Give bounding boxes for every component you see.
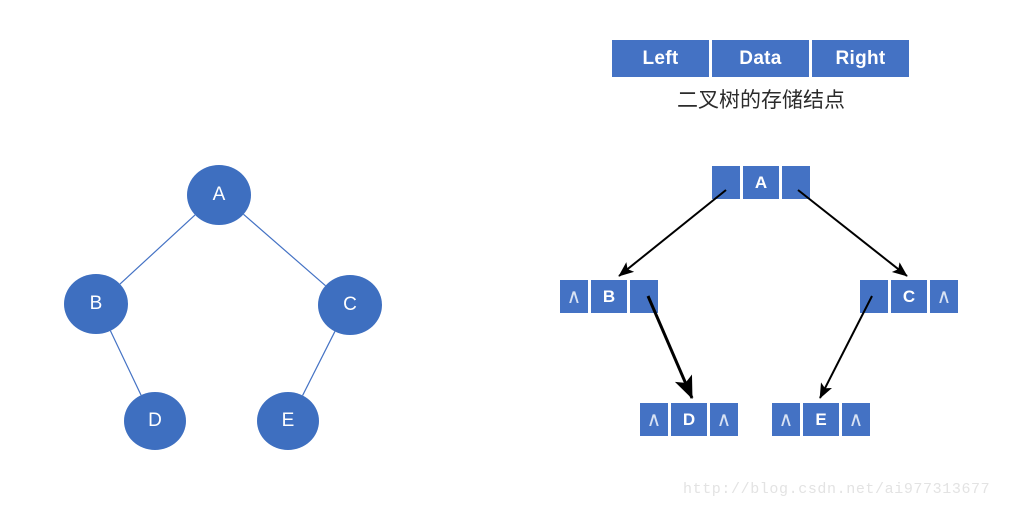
linked-node-c-left-pointer-cell (860, 280, 888, 313)
tree-circle-node-d: D (124, 392, 186, 450)
legend-cell-left: Left (612, 40, 709, 77)
tree-circle-node-c: C (318, 275, 382, 335)
linked-node-e-data-cell: E (803, 403, 839, 436)
tree-edge-a-c (243, 213, 326, 287)
tree-circle-node-a: A (187, 165, 251, 225)
tree-edge-c-e (302, 331, 336, 396)
tree-circle-node-e: E (257, 392, 319, 450)
linked-node-d-left-pointer-cell: ∧ (640, 403, 668, 436)
linked-node-e-left-pointer-cell: ∧ (772, 403, 800, 436)
linked-node-c-right-pointer-cell: ∧ (930, 280, 958, 313)
linked-node-b-left-pointer-cell: ∧ (560, 280, 588, 313)
linked-node-c-data-cell: C (891, 280, 927, 313)
tree-circle-label: E (281, 410, 295, 431)
tree-circle-label: D (148, 410, 162, 431)
legend-cell-right: Right (812, 40, 909, 77)
pointer-arrow-a-right-to-c (797, 189, 908, 277)
tree-edge-a-b (119, 214, 196, 285)
linked-node-a: A (712, 166, 810, 199)
linked-node-c: C∧ (860, 280, 958, 313)
linked-node-b-right-pointer-cell (630, 280, 658, 313)
linked-node-b: ∧B (560, 280, 658, 313)
linked-node-d-data-cell: D (671, 403, 707, 436)
linked-node-e-right-pointer-cell: ∧ (842, 403, 870, 436)
linked-node-d: ∧D∧ (640, 403, 738, 436)
legend-cell-data: Data (712, 40, 809, 77)
pointer-arrow-a-left-to-b (618, 189, 727, 277)
linked-node-b-data-cell: B (591, 280, 627, 313)
tree-circle-node-b: B (64, 274, 128, 334)
linked-node-d-right-pointer-cell: ∧ (710, 403, 738, 436)
tree-circle-label: B (89, 293, 103, 314)
linked-node-a-left-pointer-cell (712, 166, 740, 199)
tree-circle-label: A (212, 184, 226, 205)
linked-node-a-data-cell: A (743, 166, 779, 199)
linked-node-e: ∧E∧ (772, 403, 870, 436)
linked-node-a-right-pointer-cell (782, 166, 810, 199)
legend-caption: 二叉树的存储结点 (677, 88, 845, 112)
tree-edge-b-d (109, 330, 142, 396)
tree-circle-label: C (343, 294, 357, 315)
storage-node-legend: Left Data Right (612, 40, 909, 77)
watermark-text: http://blog.csdn.net/ai977313677 (683, 481, 991, 498)
